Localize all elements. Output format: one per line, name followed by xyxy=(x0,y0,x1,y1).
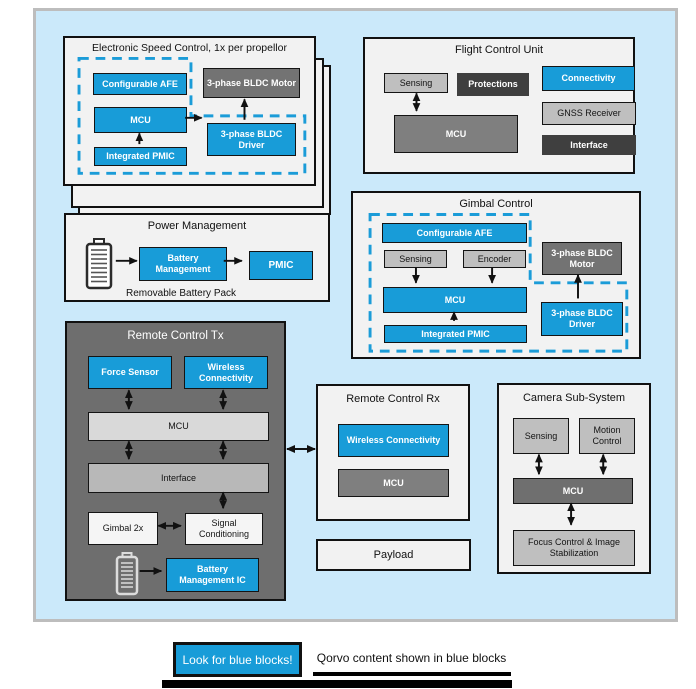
esc-bldc-driver-block: 3-phase BLDC Driver xyxy=(207,123,296,156)
esc-title: Electronic Speed Control, 1x per propell… xyxy=(92,42,287,54)
footer-bar xyxy=(162,680,512,688)
gimbal-mcu-block: MCU xyxy=(383,287,527,313)
esc-bldc-motor-block: 3-phase BLDC Motor xyxy=(203,68,300,98)
tx-signal-conditioning-block: Signal Conditioning xyxy=(185,513,263,545)
tx-battery-management-ic-block: Battery Management IC xyxy=(166,558,259,592)
camera-focus-control-block: Focus Control & Image Stabilization xyxy=(513,530,635,566)
camera-sensing-block: Sensing xyxy=(513,418,569,454)
fcu-sensing-block: Sensing xyxy=(384,73,448,93)
tx-interface-block: Interface xyxy=(88,463,269,493)
fcu-gnss-receiver-block: GNSS Receiver xyxy=(542,102,636,125)
camera-motion-control-block: Motion Control xyxy=(579,418,635,454)
gimbal-bldc-driver-block: 3-phase BLDC Driver xyxy=(541,302,623,336)
remote-control-rx-section: Remote Control Rx Wireless Connectivity … xyxy=(316,384,470,521)
legend-underline-bar xyxy=(313,672,511,676)
camera-mcu-block: MCU xyxy=(513,478,633,504)
battery-management-block: Battery Management xyxy=(139,247,227,281)
legend-caption: Qorvo content shown in blue blocks xyxy=(316,651,507,665)
gimbal-integrated-pmic-block: Integrated PMIC xyxy=(384,325,527,343)
camera-subsystem-section: Camera Sub-System Sensing Motion Control… xyxy=(497,383,651,574)
gimbal-section: Gimbal Control Configurable AFE Sensing … xyxy=(351,191,641,359)
fcu-connectivity-block: Connectivity xyxy=(542,66,635,91)
gimbal-title: Gimbal Control xyxy=(459,198,533,210)
tx-gimbal-2x-block: Gimbal 2x xyxy=(88,512,158,545)
camera-subsystem-title: Camera Sub-System xyxy=(522,392,626,404)
gimbal-bldc-motor-block: 3-phase BLDC Motor xyxy=(542,242,622,275)
esc-section: Electronic Speed Control, 1x per propell… xyxy=(63,36,316,186)
payload-section: Payload xyxy=(316,539,471,571)
rx-mcu-block: MCU xyxy=(338,469,449,497)
removable-battery-caption: Removable Battery Pack xyxy=(126,288,237,299)
esc-configurable-afe-block: Configurable AFE xyxy=(93,73,187,95)
remote-control-tx-section: Remote Control Tx Force Sensor Wireless … xyxy=(65,321,286,601)
fcu-protections-block: Protections xyxy=(457,73,529,96)
esc-mcu-block: MCU xyxy=(94,107,187,133)
tx-rx-link-arrow xyxy=(286,445,316,453)
battery-icon xyxy=(115,552,139,596)
fcu-title: Flight Control Unit xyxy=(454,44,544,56)
power-pmic-block: PMIC xyxy=(249,251,313,280)
battery-icon xyxy=(85,238,113,290)
diagram-panel: Electronic Speed Control, 1x per propell… xyxy=(33,8,678,622)
power-management-title: Power Management xyxy=(147,220,247,232)
tx-mcu-block: MCU xyxy=(88,412,269,441)
rx-wireless-connectivity-block: Wireless Connectivity xyxy=(338,424,449,457)
legend-blue-button: Look for blue blocks! xyxy=(173,642,302,677)
fcu-mcu-block: MCU xyxy=(394,115,518,153)
tx-wireless-connectivity-block: Wireless Connectivity xyxy=(184,356,268,389)
fcu-section: Flight Control Unit Sensing Protections … xyxy=(363,37,636,174)
gimbal-encoder-block: Encoder xyxy=(463,250,526,268)
remote-control-rx-title: Remote Control Rx xyxy=(346,393,440,405)
power-management-section: Power Management Battery Management PMIC… xyxy=(64,213,330,302)
remote-control-tx-title: Remote Control Tx xyxy=(127,330,224,342)
tx-force-sensor-block: Force Sensor xyxy=(88,356,172,389)
payload-title: Payload xyxy=(373,549,414,561)
fcu-interface-block: Interface xyxy=(542,135,636,155)
gimbal-sensing-block: Sensing xyxy=(384,250,447,268)
gimbal-configurable-afe-block: Configurable AFE xyxy=(382,223,527,243)
esc-integrated-pmic-block: Integrated PMIC xyxy=(94,147,187,166)
